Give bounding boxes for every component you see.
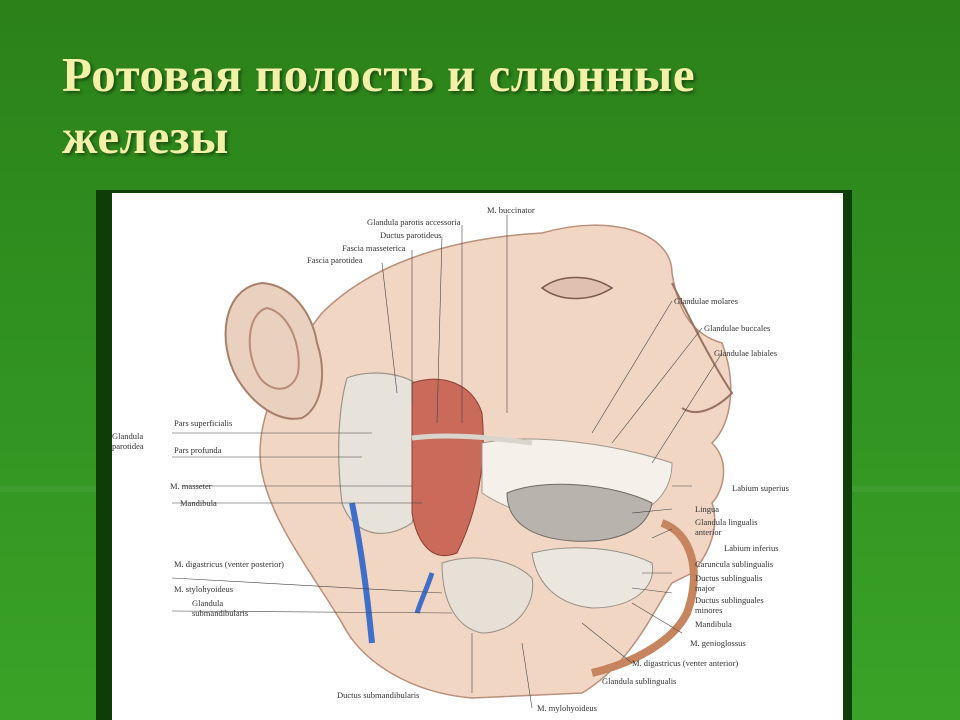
slide-title-line-2: железы xyxy=(62,109,229,164)
ear xyxy=(224,281,323,420)
label-m-mylohyoideus: M. mylohyoideus xyxy=(537,703,597,713)
label-m-digastricus-posterior: M. digastricus (venter posterior) xyxy=(174,559,284,569)
label-m-masseter: M. masseter xyxy=(170,481,212,491)
label-glandulae-labiales: Glandulae labiales xyxy=(714,348,778,358)
blue-vessel-2 xyxy=(414,572,435,614)
blue-vessel xyxy=(349,502,375,644)
submandibular-gland xyxy=(441,557,534,634)
label-glandula-submandibularis: Glandula submandibularis xyxy=(192,598,249,618)
eye xyxy=(540,276,614,300)
label-caruncula-sublingualis: Caruncula sublingualis xyxy=(695,559,774,569)
label-fascia-parotidea: Fascia parotidea xyxy=(307,255,363,265)
ear-inner xyxy=(248,306,300,390)
anatomy-illustration xyxy=(171,215,734,709)
label-glandula-lingualis-anterior: Glandula lingualis anterior xyxy=(695,517,758,537)
parotid-duct xyxy=(411,433,533,446)
lower-lip-chin xyxy=(591,519,698,677)
label-ductus-parotideus: Ductus parotideus xyxy=(380,230,442,240)
label-ductus-sublinguales-minores: Ductus sublinguales minores xyxy=(695,595,764,615)
label-glandula-parotis-accessoria: Glandula parotis accessoria xyxy=(367,217,461,227)
label-ductus-submandibularis: Ductus submandibularis xyxy=(337,690,420,700)
anatomy-figure: M. buccinator Glandula parotis accessori… xyxy=(112,193,843,720)
label-lingua: Lingua xyxy=(695,504,720,514)
slide-title: Ротовая полость и слюнные железы xyxy=(62,44,882,168)
label-m-buccinator: M. buccinator xyxy=(487,205,535,215)
label-glandulae-buccales: Glandulae buccales xyxy=(704,323,771,333)
label-mandibula: Mandibula xyxy=(180,498,217,508)
label-ductus-sublingualis-major: Ductus sublingualis major xyxy=(695,573,763,593)
label-glandula-sublingualis: Glandula sublingualis xyxy=(602,676,677,686)
leader-lines xyxy=(171,215,723,709)
tongue xyxy=(506,483,653,542)
label-labium-inferius: Labium inferius xyxy=(724,543,779,553)
label-mandibula-2: Mandibula xyxy=(695,619,732,629)
label-pars-superficialis: Pars superficialis xyxy=(174,418,233,428)
label-fascia-masseterica: Fascia masseterica xyxy=(342,243,406,253)
label-pars-profunda: Pars profunda xyxy=(174,445,222,455)
label-labium-superius: Labium superius xyxy=(732,483,789,493)
slide-title-line-1: Ротовая полость и слюнные xyxy=(62,47,696,102)
label-glandulae-molares: Glandulae molares xyxy=(674,296,738,306)
nose xyxy=(671,282,734,413)
masseter-muscle xyxy=(411,378,484,557)
label-glandula-parotidea: Glandula parotidea xyxy=(112,431,144,451)
label-m-stylohyoideus: M. stylohyoideus xyxy=(174,584,234,594)
label-m-genioglossus: M. genioglossus xyxy=(690,638,746,648)
label-m-digastricus-anterior: M. digastricus (venter anterior) xyxy=(632,658,739,668)
